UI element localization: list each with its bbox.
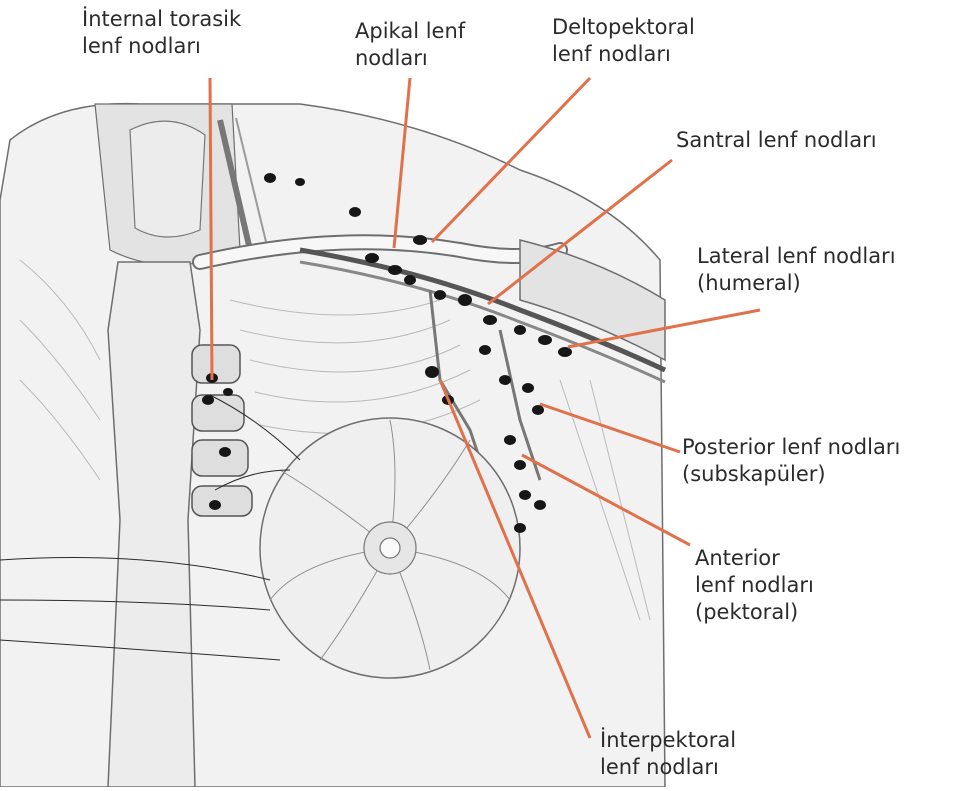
lymph-node [514,523,526,533]
lymph-node [519,490,531,500]
label-apical: Apikal lenf nodları [355,18,465,72]
label-lateral: Lateral lenf nodları (humeral) [697,243,896,297]
lymph-node [425,366,439,378]
lymph-node [504,435,516,445]
label-posterior: Posterior lenf nodları (subskapüler) [682,434,900,488]
lymph-node [295,178,305,186]
lymph-node [514,325,526,335]
lymph-node [349,207,361,217]
lymph-node [413,235,427,245]
lymph-node [219,447,231,457]
lymph-node [534,500,546,510]
label-central: Santral lenf nodları [676,127,877,154]
lymph-node [479,345,491,355]
label-line: (subskapüler) [682,461,900,488]
label-line: nodları [355,45,465,72]
lymph-node [434,290,446,300]
lymph-node [458,294,472,306]
lymph-node [264,173,276,183]
label-interpectoral: İnterpektoral lenf nodları [600,727,736,781]
lymph-node [514,460,526,470]
label-line: lenf nodları [600,754,736,781]
label-internal-thoracic: İnternal torasik lenf nodları [82,6,241,60]
lymph-node [202,395,214,405]
label-line: İnterpektoral [600,727,736,754]
sternum [108,262,200,787]
label-line: Lateral lenf nodları [697,243,896,270]
label-line: İnternal torasik [82,6,241,33]
label-line: (humeral) [697,270,896,297]
label-line: Santral lenf nodları [676,127,877,154]
label-line: lenf nodları [552,41,695,68]
leader-internal-thoracic [210,78,212,380]
label-line: Apikal lenf [355,18,465,45]
label-line: lenf nodları [82,33,241,60]
label-line: (pektoral) [695,599,814,626]
lymph-node [209,500,221,510]
label-line: lenf nodları [695,572,814,599]
lymph-node [538,335,552,345]
label-line: Posterior lenf nodları [682,434,900,461]
lymph-node [404,275,416,285]
lymph-node [522,383,534,393]
label-deltopectoral: Deltopektoral lenf nodları [552,14,695,68]
lymph-node [499,375,511,385]
rib-window-4 [192,486,252,516]
nipple [380,538,400,558]
rib-window-3 [192,440,248,476]
lymph-node [223,388,233,396]
trachea [130,121,205,237]
lymph-node [483,315,497,325]
lymph-node [532,405,544,415]
lymph-node [365,253,379,263]
label-anterior: Anterior lenf nodları (pektoral) [695,545,814,626]
label-line: Anterior [695,545,814,572]
label-line: Deltopektoral [552,14,695,41]
lymph-node [558,347,572,357]
lymph-node [388,265,402,275]
rib-window-2 [192,395,244,431]
